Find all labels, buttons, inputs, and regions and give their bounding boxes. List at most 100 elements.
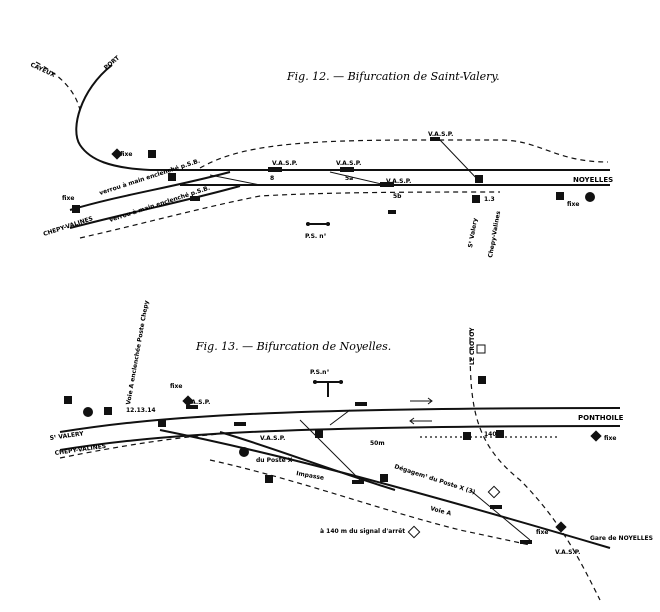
num-8: 8 — [270, 175, 274, 182]
signal-diamond — [182, 395, 194, 407]
cayeux-track — [35, 61, 81, 111]
impasse-track — [219, 431, 396, 491]
fixe1-label: fixe — [120, 151, 132, 158]
chepy-track-2 — [69, 185, 241, 229]
vasp3-label: V.A.S.P. — [386, 178, 411, 185]
ponthoile-track-lower — [59, 425, 621, 451]
signal-open — [476, 344, 486, 354]
signal-bar — [268, 167, 282, 172]
ps-bar — [306, 223, 330, 225]
vasp1-label: V.A.S.P. — [272, 160, 297, 167]
vasp2-label: V.A.S.P. — [336, 160, 361, 167]
signal-square — [478, 376, 486, 384]
fig12-dashed-loop — [199, 139, 609, 169]
signal-diamond — [555, 521, 567, 533]
chepy-label: CHEPY-VALINES — [42, 215, 93, 238]
direction-arrow — [410, 397, 433, 405]
signal-square — [463, 432, 471, 440]
d140m-label: 140m — [484, 431, 503, 438]
impasse-label: Impasse — [296, 470, 325, 482]
signal-bar — [234, 422, 246, 426]
signal-square — [148, 150, 156, 158]
signal-diamond — [590, 430, 602, 442]
fig13-dashed-left — [59, 433, 221, 459]
fig13-caption: Fig. 13. — Bifurcation de Noyelles. — [195, 340, 391, 353]
signal-square — [496, 430, 504, 438]
cayeux-label: CAYEUX — [29, 61, 56, 79]
signal-bar — [186, 405, 198, 409]
fig13-signals — [64, 344, 602, 544]
ps-mast — [327, 383, 329, 397]
signal-arret-label: à 140 m du signal d'arrêt — [320, 528, 405, 535]
signal-bar — [355, 402, 367, 406]
signal-square — [158, 419, 166, 427]
signal-disc — [239, 447, 249, 457]
ponthoile-label: PONTHOILE — [578, 414, 624, 422]
signal-bar — [190, 196, 200, 201]
fixe3-label: fixe — [567, 201, 579, 208]
fixe2-13: fixe — [604, 435, 616, 442]
signal-open — [487, 485, 501, 499]
vertical-note: Voie A enclenchée Poste Chepy — [125, 300, 150, 405]
chepy-track-1 — [69, 171, 231, 211]
signal-square — [380, 474, 388, 482]
fig12-diag-line — [439, 139, 481, 183]
crossover — [209, 174, 261, 186]
vasp2-13: V.A.S.P. — [260, 435, 285, 442]
poste-x-label: du Poste X — [256, 457, 293, 464]
signal-bar — [430, 137, 440, 141]
signal-bar — [352, 480, 364, 484]
port-branch-track — [75, 64, 151, 171]
signal-bar — [520, 540, 532, 544]
signal-bar — [380, 182, 394, 187]
signal-open — [407, 525, 421, 539]
fixe3-13: fixe — [536, 529, 548, 536]
fig13-dashed-lower — [209, 459, 531, 546]
d50m-label: 50m — [370, 440, 385, 447]
signal-square — [556, 192, 564, 200]
signal-bar — [340, 167, 354, 172]
ps-label-13: P.S.n° — [310, 369, 329, 376]
fig12-dashed-lower — [79, 191, 501, 239]
vasp3-13: V.A.S.P. — [555, 549, 580, 556]
signal-square — [104, 407, 112, 415]
signal-square — [315, 430, 323, 438]
fig13-diag-3 — [329, 409, 351, 426]
le-crotoy-label: LE CROTOY — [469, 327, 476, 365]
signal-disc — [83, 407, 93, 417]
fig12-caption: Fig. 12. — Bifurcation de Saint-Valery. — [286, 70, 500, 83]
verrou-bottom-label: verrou à main enclenché p.S.B. — [108, 185, 211, 224]
voie-a-label: Voie A — [429, 505, 452, 517]
num-1-3: 1.3 — [484, 196, 495, 203]
direction-arrow — [409, 417, 432, 425]
st-valery-vertical: Sᵗ Valery — [467, 217, 479, 248]
signal-square — [64, 396, 72, 404]
chepy-label-13: CHEPY-VALINES — [54, 443, 106, 457]
fig12-diagram: Fig. 12. — Bifurcation de Saint-Valery. … — [29, 54, 613, 258]
fig13-diagram: Fig. 13. — Bifurcation de Noyelles. Sᵗ V… — [49, 300, 653, 601]
fig13-diag-2 — [469, 489, 531, 541]
chepy-vertical: Chepy-Valines — [487, 210, 502, 258]
signal-disc — [585, 192, 595, 202]
fig12-signals — [72, 137, 595, 226]
ps-label: P.S. n° — [305, 233, 327, 240]
st-valery-label: Sᵗ VALERY — [49, 430, 84, 442]
noyelles-label: NOYELLES — [573, 176, 613, 184]
fixe1-13: fixe — [170, 383, 182, 390]
vasp1-13: V.A.S.P. — [185, 399, 210, 406]
num-5b: 5b — [393, 193, 402, 200]
signal-square — [168, 173, 176, 181]
port-label: PORT — [103, 54, 122, 71]
signal-square — [72, 205, 80, 213]
gare-label: Gare de NOYELLES — [590, 535, 653, 542]
nums-label: 12.13.14 — [126, 407, 156, 414]
ps-bar — [313, 381, 343, 383]
num-5a: 5a — [345, 175, 353, 182]
vasp4-label: V.A.S.P. — [428, 131, 453, 138]
signal-square — [265, 475, 273, 483]
fixe2-label: fixe — [62, 195, 74, 202]
signal-square — [472, 195, 480, 203]
signal-flag — [388, 210, 396, 214]
fig13-diag-1 — [299, 419, 361, 481]
